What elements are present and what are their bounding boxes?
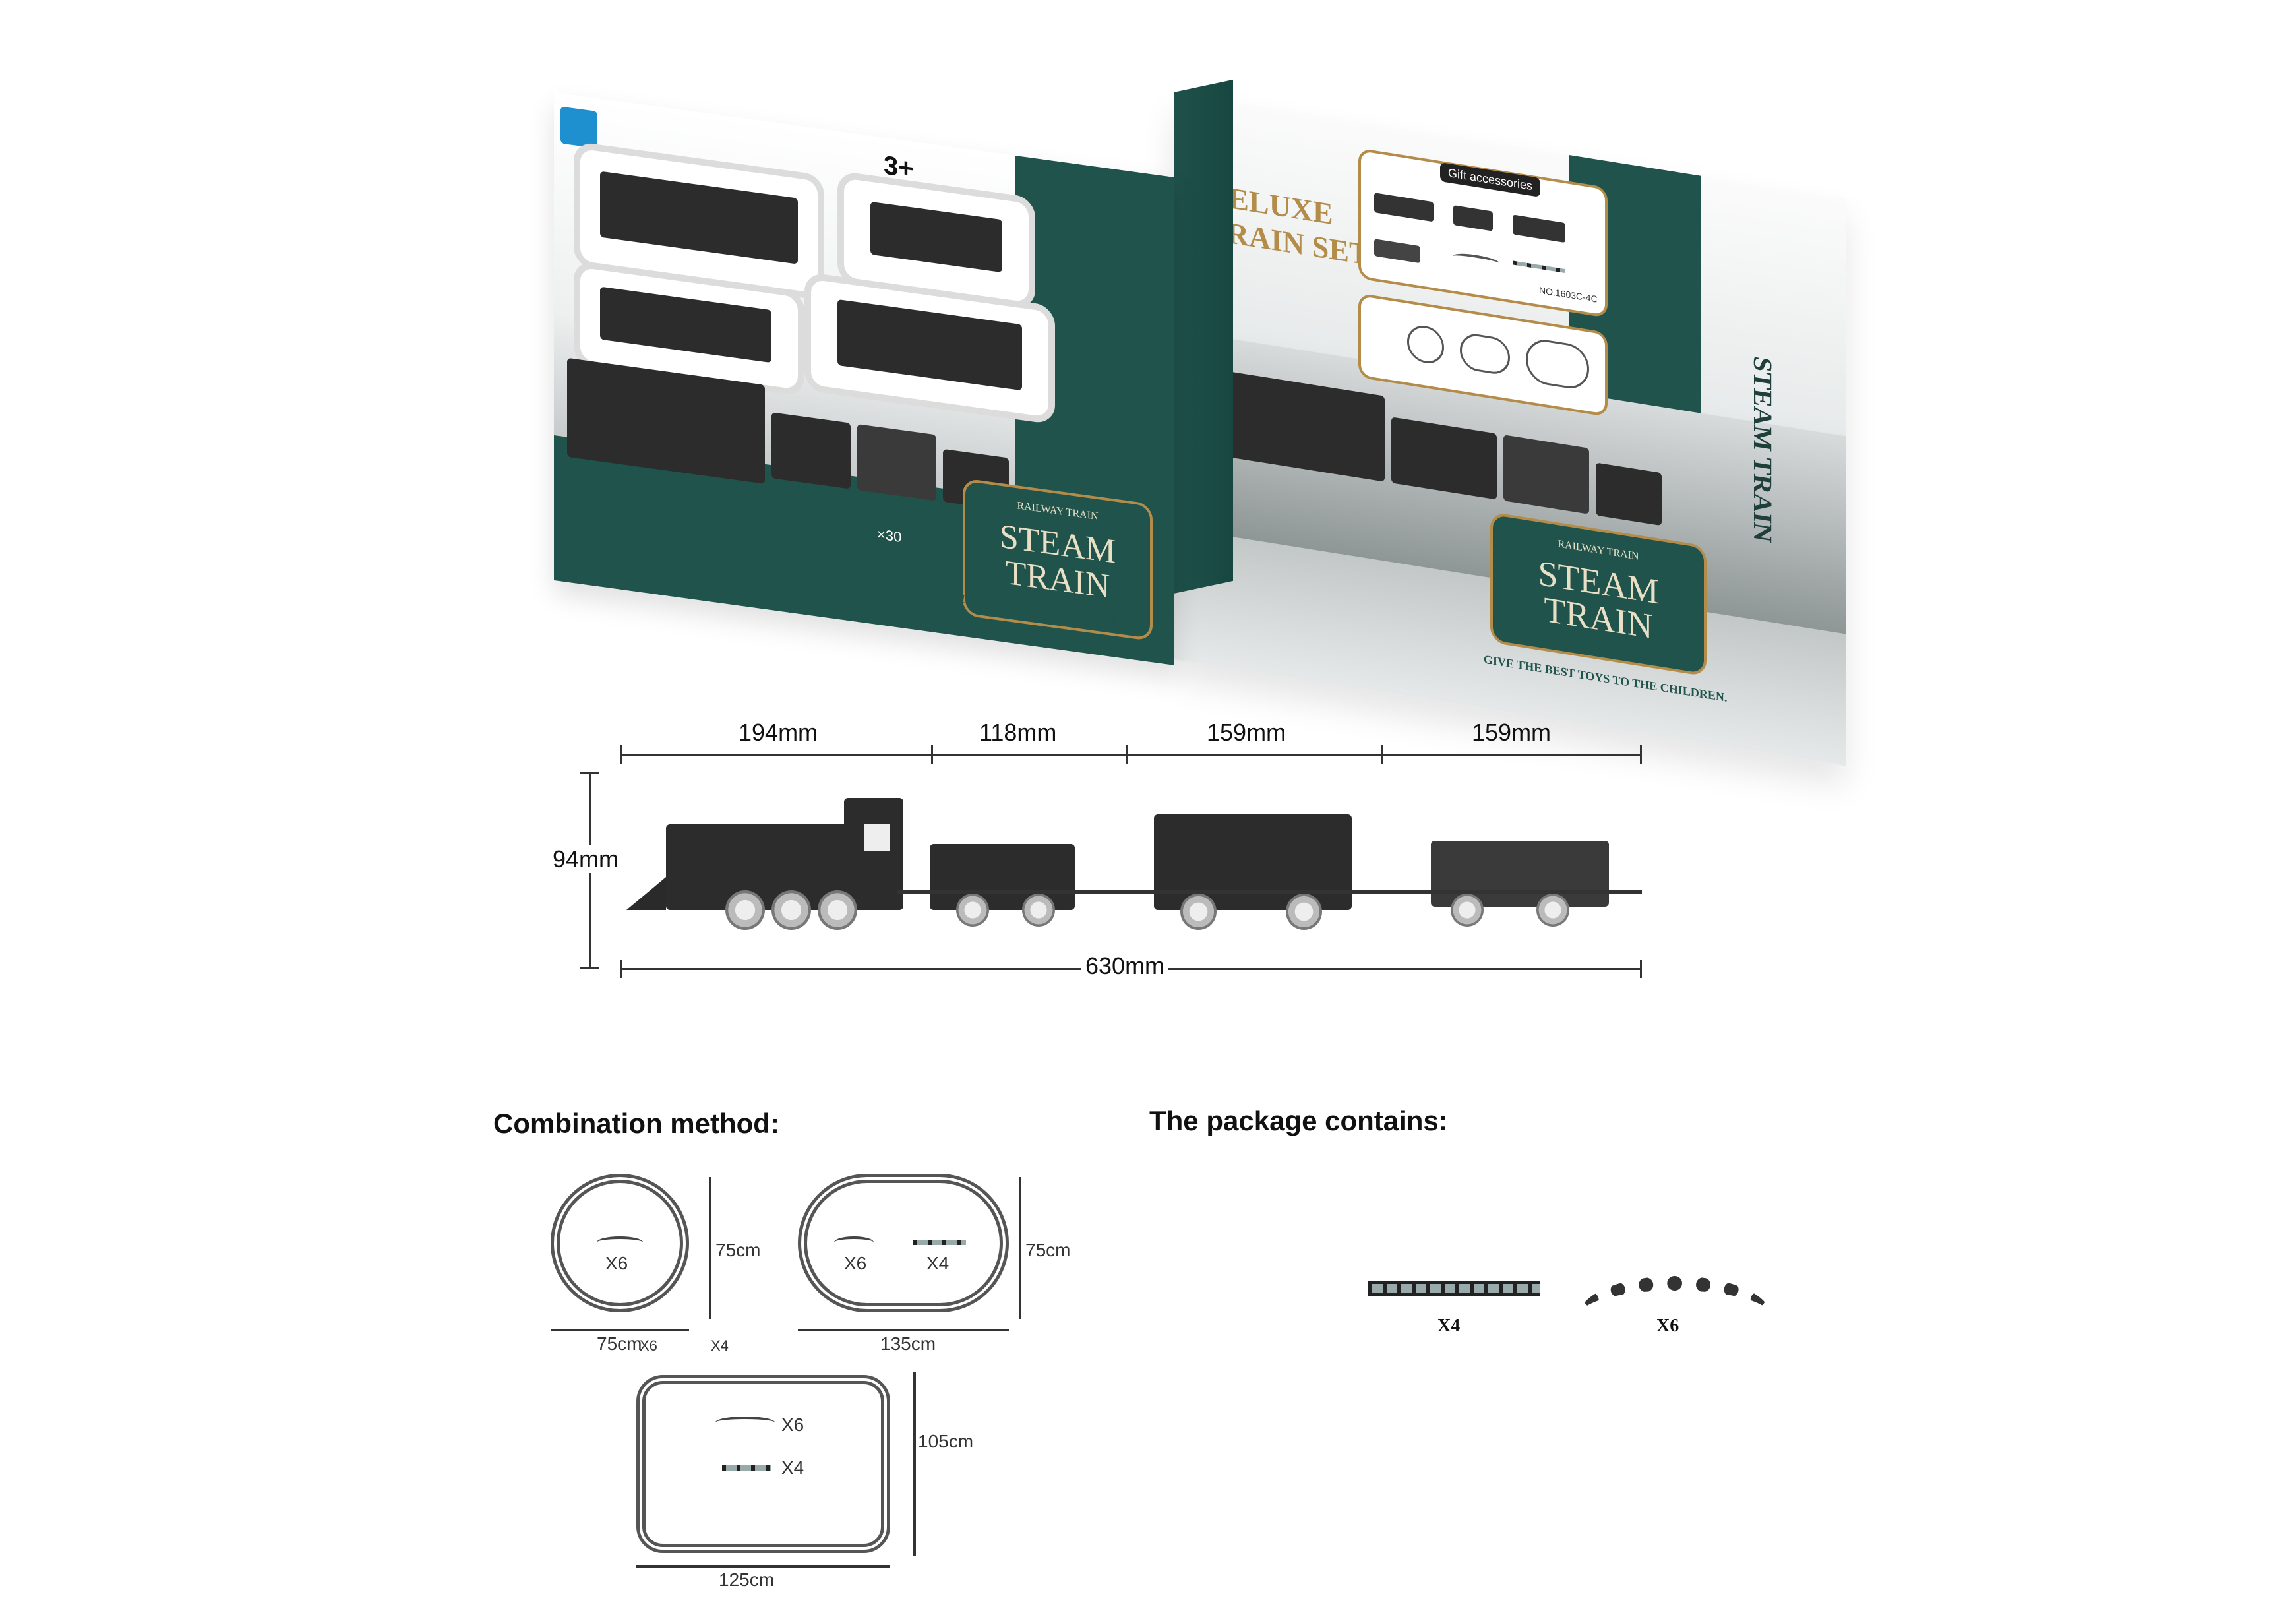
- cowcatcher: [626, 877, 666, 910]
- tender-wheel: [956, 894, 989, 927]
- large-width: 125cm: [719, 1569, 775, 1590]
- oval-width: 135cm: [880, 1333, 936, 1354]
- coupling-line: [897, 890, 1642, 894]
- segment-locomotive-length: 194mm: [739, 719, 818, 746]
- oval-straight-count: X4: [926, 1253, 950, 1273]
- circle-height: 75cm: [715, 1240, 761, 1260]
- loco-wheel: [818, 890, 857, 930]
- oval-height: 75cm: [1025, 1240, 1071, 1260]
- large-curve-count: X6: [781, 1415, 804, 1435]
- oval-curve-count: X6: [844, 1253, 867, 1273]
- gift-curve-track-icon: [1453, 251, 1499, 268]
- gift-locomotive-icon: [1374, 193, 1434, 222]
- tender: [930, 844, 1075, 910]
- cab-window: [864, 824, 890, 851]
- large-straight-count: X4: [781, 1457, 804, 1478]
- circle-curve-count: X6: [605, 1253, 628, 1273]
- oval-height-line: [1019, 1177, 1021, 1319]
- wagon-wheel: [1180, 894, 1217, 930]
- total-length: 630mm: [1081, 952, 1169, 980]
- brand-logo: [560, 106, 597, 149]
- preview-oval-icon: [1460, 331, 1510, 377]
- train-side-view: [626, 798, 1642, 930]
- segment-wagon-length: 159mm: [1207, 719, 1286, 746]
- large-width-line: [636, 1565, 890, 1568]
- circle-width-line: [551, 1329, 689, 1331]
- straight-track-icon: [1368, 1276, 1540, 1302]
- large-height-line: [913, 1372, 916, 1556]
- preview-circle-icon: [1407, 323, 1444, 366]
- combination-heading: Combination method:: [493, 1108, 779, 1139]
- gift-straight-track-icon: [1513, 260, 1565, 276]
- cart-wheel: [1451, 894, 1484, 927]
- stray-label-x6: X6: [640, 1337, 657, 1354]
- box-side-panel: [1174, 79, 1233, 594]
- box-back-panel: DELUXE TRAIN SET Gift accessories NO.160…: [1174, 92, 1846, 766]
- box-front-panel: 3+ ×30 RAILWAY TRAIN STEAM TRAIN: [554, 92, 1174, 665]
- gift-tender-icon: [1453, 205, 1493, 231]
- tender-wheel: [1022, 894, 1055, 927]
- large-straight-icon: [722, 1465, 771, 1471]
- circle-height-line: [709, 1177, 711, 1319]
- segment-cart-length: 159mm: [1472, 719, 1552, 746]
- large-curve-icon: [715, 1417, 775, 1428]
- package-heading: The package contains:: [1149, 1105, 1448, 1136]
- loco-wheel: [771, 890, 811, 930]
- preview-large-oval-icon: [1526, 336, 1589, 392]
- large-height: 105cm: [918, 1431, 974, 1451]
- oval-straight-icon: [913, 1240, 966, 1245]
- large-layout: [636, 1375, 890, 1553]
- train-height: 94mm: [553, 845, 619, 873]
- curved-track-icon: [1579, 1269, 1770, 1316]
- segment-tender-length: 118mm: [979, 719, 1057, 746]
- circle-curve-icon: [597, 1236, 643, 1248]
- straight-track-count: X4: [1437, 1316, 1461, 1336]
- stray-label-x4: X4: [711, 1337, 729, 1354]
- gift-wagon-icon: [1513, 214, 1565, 243]
- circle-width: 75cm: [597, 1333, 642, 1354]
- segment-dimension-bar: [620, 745, 1642, 772]
- gift-model-no: NO.1603C-4C: [1539, 284, 1598, 305]
- curved-track-count: X6: [1656, 1316, 1679, 1336]
- locomotive-cab: [844, 798, 903, 910]
- oval-layout: [798, 1174, 1009, 1312]
- cart-wheel: [1536, 894, 1569, 927]
- gift-cart-icon: [1374, 239, 1420, 264]
- back-side-text: STEAM TRAIN: [1748, 354, 1778, 545]
- oval-width-line: [798, 1329, 1009, 1331]
- oval-curve-icon: [834, 1236, 874, 1248]
- wagon-wheel: [1286, 894, 1322, 930]
- box-wagon: [1154, 814, 1352, 910]
- loco-wheel: [725, 890, 765, 930]
